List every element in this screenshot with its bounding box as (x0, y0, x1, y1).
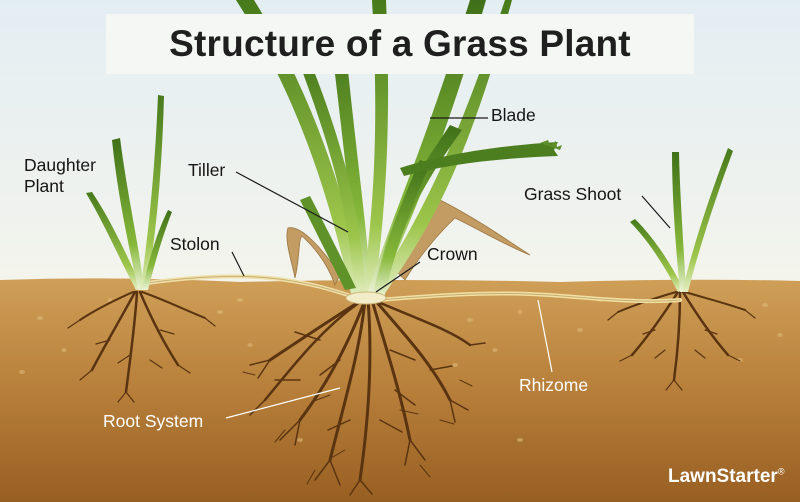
leader-root-system (225, 387, 341, 419)
leader-lines (231, 117, 671, 293)
soil-ground (0, 278, 800, 502)
leader-rhizome (537, 299, 553, 373)
soil-grains (19, 298, 783, 442)
label-daughter-plant: Daughter Plant (24, 155, 96, 197)
leader-crown (375, 261, 421, 293)
daughter-grass-blades (86, 95, 172, 290)
leader-tiller (235, 171, 349, 233)
central-root-system (242, 298, 486, 496)
leader-grass-shoot (641, 195, 671, 229)
brand-name: LawnStarter (668, 466, 778, 487)
diagram-title: Structure of a Grass Plant (169, 23, 631, 64)
label-crown: Crown (427, 244, 478, 264)
label-daughter-plant-line1: Daughter (24, 155, 96, 175)
label-grass-shoot: Grass Shoot (524, 184, 622, 204)
brand-registered-mark: ® (777, 466, 785, 477)
label-daughter-plant-line2: Plant (24, 176, 64, 196)
label-tiller: Tiller (188, 160, 226, 180)
label-blade: Blade (491, 105, 536, 125)
title-banner: Structure of a Grass Plant (106, 14, 694, 74)
brand-logo: LawnStarter® (668, 466, 784, 488)
shoot-grass-blades (630, 148, 733, 292)
crown-base (345, 291, 387, 305)
label-rhizome: Rhizome (519, 375, 589, 395)
leader-stolon (231, 251, 245, 277)
label-stolon: Stolon (170, 234, 220, 254)
label-root-system: Root System (103, 411, 204, 431)
daughter-root-system (67, 290, 216, 403)
